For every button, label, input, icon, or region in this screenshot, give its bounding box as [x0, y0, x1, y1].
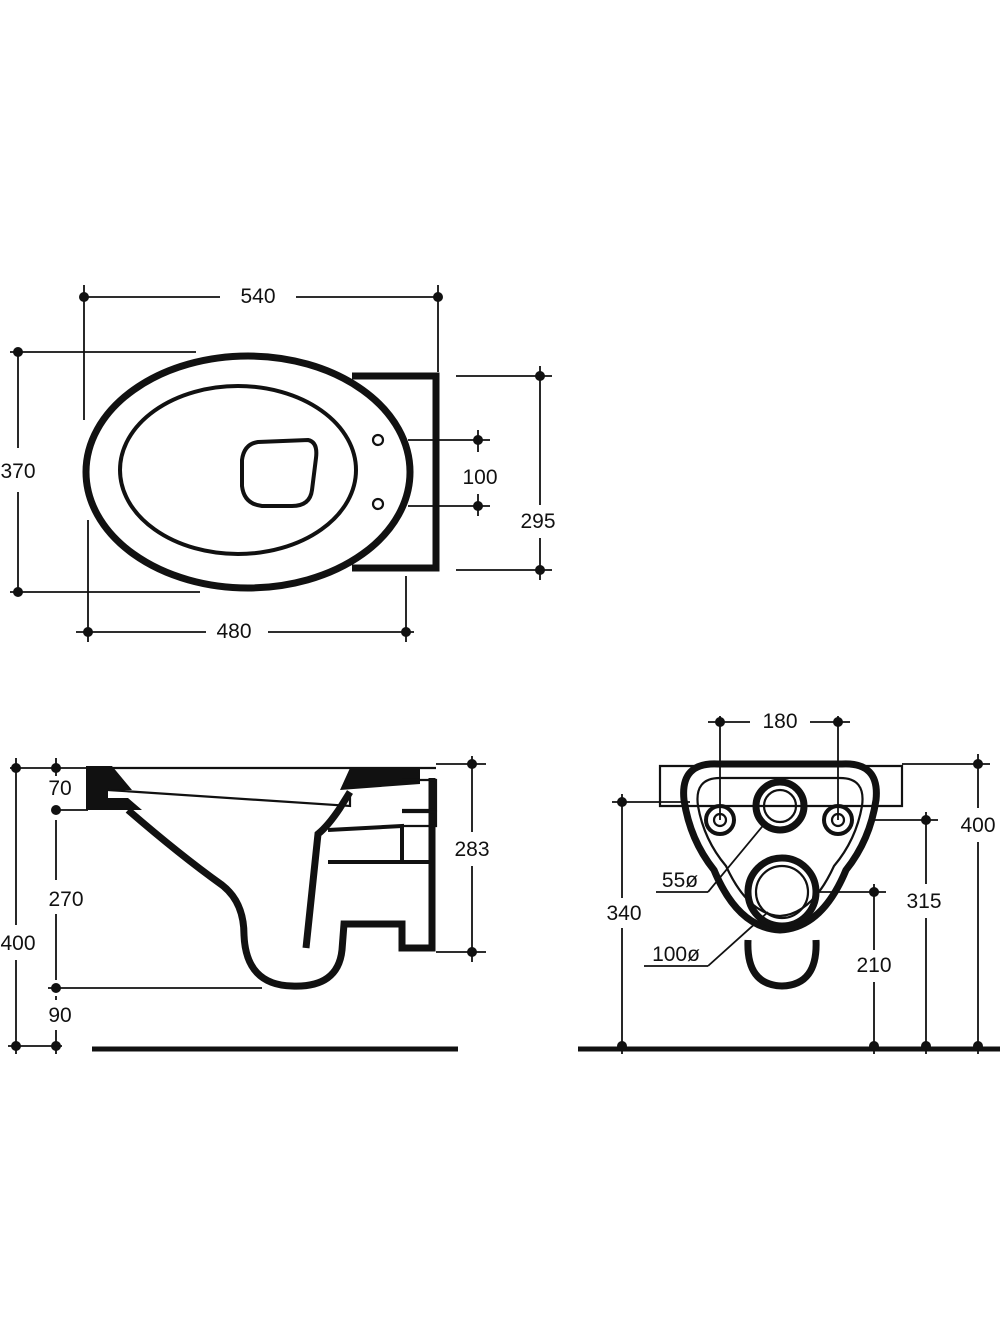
dim-70: 70 — [48, 777, 71, 800]
fixing-hole-bottom — [371, 497, 385, 511]
dim-540: 540 — [240, 285, 275, 308]
dim-370: 370 — [0, 460, 35, 483]
side-front-rim — [86, 766, 142, 810]
rear-view: 180 400 315 210 340 55ø — [578, 710, 1000, 1054]
dim-270: 270 — [48, 888, 83, 911]
supply-inlet — [752, 778, 808, 834]
dim-100-dia: 100ø — [652, 943, 700, 966]
dim-180: 180 — [762, 710, 797, 733]
dim-210: 210 — [856, 954, 891, 977]
side-view: 70 270 90 400 283 — [0, 756, 490, 1054]
dim-90: 90 — [48, 1004, 71, 1027]
rear-body-outer — [680, 760, 880, 934]
side-bowl-outline — [125, 778, 436, 990]
dim-340: 340 — [606, 902, 641, 925]
dim-295: 295 — [520, 510, 555, 533]
dim-100: 100 — [462, 466, 497, 489]
rear-lower-bowl — [744, 939, 820, 990]
plan-bowl-opening — [240, 437, 319, 508]
dim-55-dia: 55ø — [662, 869, 698, 892]
plan-outer-bowl — [82, 352, 414, 592]
plan-view: 540 370 100 295 480 — [0, 285, 556, 643]
side-trap — [302, 790, 353, 949]
fixing-hole-top — [371, 433, 385, 447]
plan-back-block — [352, 372, 440, 572]
rear-back-plate — [658, 764, 904, 808]
side-back-rim — [340, 768, 420, 790]
dim-315: 315 — [906, 890, 941, 913]
plan-inner-rim — [118, 384, 358, 556]
dim-480: 480 — [216, 620, 251, 643]
rear-body-inner — [696, 776, 864, 918]
dim-400-side: 400 — [0, 932, 35, 955]
dim-400-rear: 400 — [960, 814, 995, 837]
dim-283: 283 — [454, 838, 489, 861]
